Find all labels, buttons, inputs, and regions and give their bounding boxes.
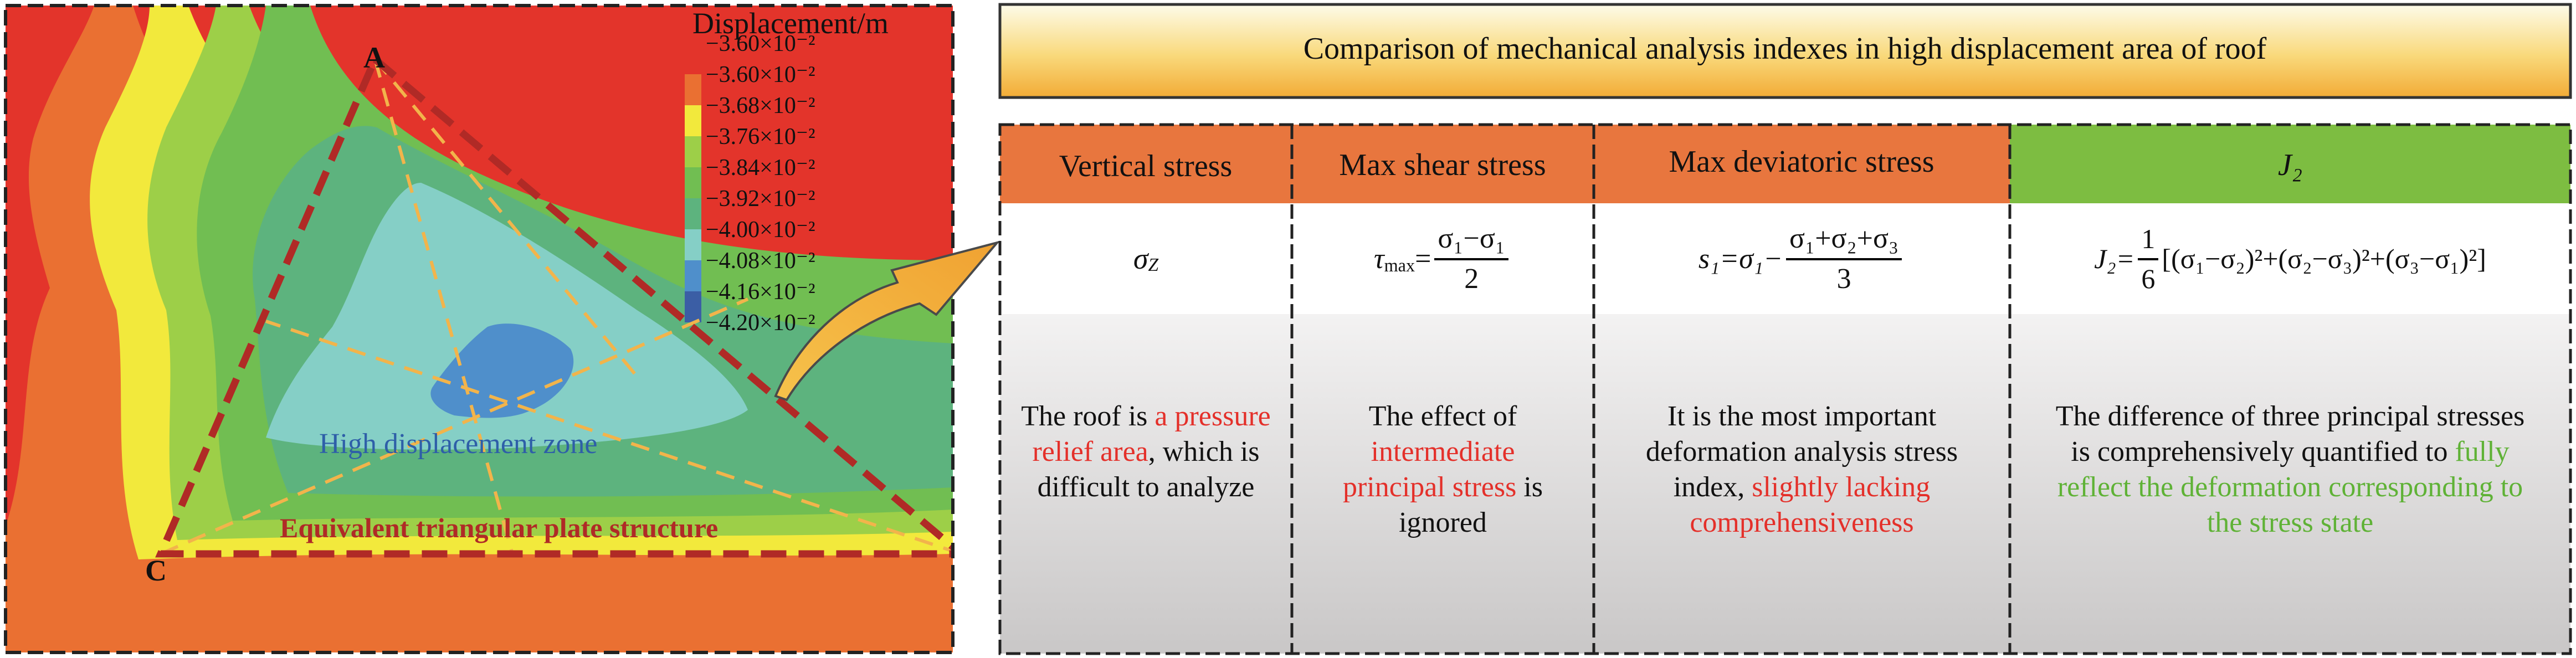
legend: −3.60×10⁻² −3.60×10⁻² −3.68×10⁻² −3.76×10⁻²… xyxy=(685,7,889,336)
desc3-before: It is the most important deformation ana… xyxy=(1645,400,1958,503)
desc3-highlight: slightly lacking comprehensiveness xyxy=(1690,471,1931,538)
shear-numerator: σ₁−σ₁ xyxy=(1434,222,1509,260)
legend-swatch xyxy=(685,198,701,229)
legend-swatches xyxy=(685,43,701,322)
j2-denominator: 6 xyxy=(2141,263,2156,294)
description-row xyxy=(1000,314,2570,654)
legend-swatch xyxy=(685,136,701,167)
map-frame xyxy=(4,4,955,654)
vertical-stress-subscript: Z xyxy=(1148,255,1159,275)
legend-swatch xyxy=(685,43,701,74)
desc4-before: The difference of three principal stress… xyxy=(2055,400,2525,467)
legend-labels: −3.60×10⁻² −3.60×10⁻² −3.68×10⁻² −3.76×10⁻²… xyxy=(706,31,815,336)
header-max-shear-stress: Max shear stress xyxy=(1339,148,1546,182)
triangle-frame xyxy=(155,53,953,558)
legend-swatch xyxy=(685,229,701,260)
legend-title: Displacement/m xyxy=(692,7,889,40)
desc2-highlight: intermediate principal stress xyxy=(1342,436,1517,503)
vertex-b-label: B xyxy=(958,556,978,589)
legend-label: −3.68×10⁻² xyxy=(706,93,815,119)
legend-label: −3.60×10⁻² xyxy=(706,31,815,56)
header-j2: J₂ xyxy=(2278,148,2302,182)
header-bg-col4 xyxy=(2010,125,2570,203)
desc1-after: , which is difficult to analyze xyxy=(1037,436,1260,503)
legend-label: −4.00×10⁻² xyxy=(706,217,815,243)
deviatoric-numerator: σ₁+σ₂+σ₃ xyxy=(1786,222,1902,260)
legend-label: −3.76×10⁻² xyxy=(706,124,815,150)
plate-label: Equivalent triangular plate structure xyxy=(280,512,718,543)
vertex-c-label: C xyxy=(145,554,167,587)
legend-label: −3.60×10⁻² xyxy=(706,62,815,88)
deviatoric-lhs: s₁=σ₁− xyxy=(1698,243,1783,275)
j2-numerator: 1 xyxy=(2138,223,2159,260)
header-bg-col2 xyxy=(1292,125,1594,203)
desc2-before: The effect of xyxy=(1368,400,1517,432)
comparison-panel: Comparison of mechanical analysis indexe… xyxy=(998,3,2572,655)
j2-lhs: J₂= xyxy=(2094,243,2135,274)
shear-denominator: 2 xyxy=(1464,263,1479,295)
legend-swatch xyxy=(685,74,701,105)
legend-swatch xyxy=(685,105,701,136)
desc2-after: is ignored xyxy=(1399,471,1543,538)
description-vertical-stress: The roof is a pressure relief area, whic… xyxy=(1021,400,1271,503)
legend-label: −4.20×10⁻² xyxy=(706,310,815,336)
high-displacement-core xyxy=(430,323,574,418)
header-bg-col3 xyxy=(1594,125,2010,203)
contour-band-cyan xyxy=(266,183,748,450)
j2-expression: [(σ₁−σ₂)²+(σ₂−σ₃)²+(σ₃−σ₁)²] xyxy=(2162,243,2486,274)
formula-row xyxy=(1000,203,2570,314)
shear-equals: = xyxy=(1415,243,1431,275)
formula-max-deviatoric-stress: s₁=σ₁− σ₁+σ₂+σ₃3 xyxy=(1698,222,1902,295)
median-guides xyxy=(160,58,953,556)
description-max-shear-stress: The effect of intermediate principal str… xyxy=(1342,400,1543,538)
vertical-stress-symbol: σ xyxy=(1133,242,1148,275)
header-bg-col1 xyxy=(1000,125,1292,203)
high-zone-label: High displacement zone xyxy=(319,428,598,460)
description-max-deviatoric-stress: It is the most important deformation ana… xyxy=(1645,400,1958,538)
legend-swatch xyxy=(685,291,701,322)
legend-swatch xyxy=(685,167,701,198)
panel-grid xyxy=(998,123,2572,655)
description-j2: The difference of three principal stress… xyxy=(2055,400,2525,538)
shear-lhs-sub: max xyxy=(1384,255,1415,275)
contour-map: −3.60×10⁻² −3.60×10⁻² −3.68×10⁻² −3.76×10⁻²… xyxy=(6,6,978,652)
desc4-highlight: fully reflect the deformation correspond… xyxy=(2057,436,2523,538)
desc1-before: The roof is xyxy=(1021,400,1155,432)
panel-title: Comparison of mechanical analysis indexe… xyxy=(1304,32,2267,66)
legend-label: −3.92×10⁻² xyxy=(706,186,815,212)
desc1-highlight: a pressure relief area xyxy=(1032,400,1271,467)
legend-label: −3.84×10⁻² xyxy=(706,155,815,181)
deviatoric-denominator: 3 xyxy=(1836,263,1851,295)
panel-title-box xyxy=(998,3,2572,99)
shear-lhs: τ xyxy=(1373,243,1384,275)
vertex-a-label: A xyxy=(363,41,385,74)
legend-label: −4.08×10⁻² xyxy=(706,248,815,274)
header-max-deviatoric-stress: Max deviatoric stress xyxy=(1669,145,1934,179)
legend-label: −4.16×10⁻² xyxy=(706,279,815,305)
legend-swatch xyxy=(685,260,701,291)
header-vertical-stress: Vertical stress xyxy=(1059,149,1233,183)
formula-j2: J₂= 16 [(σ₁−σ₂)²+(σ₂−σ₃)²+(σ₃−σ₁)²] xyxy=(2094,223,2486,295)
callout-arrow xyxy=(774,240,1000,402)
